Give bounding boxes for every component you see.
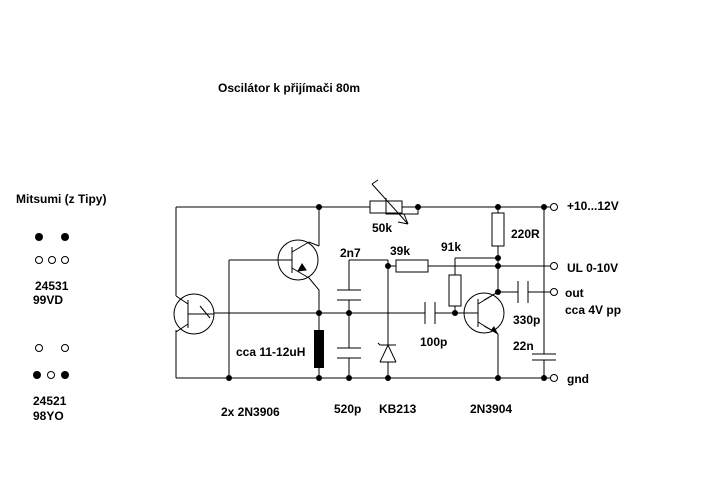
label-pnp-transistors: 2x 2N3906 [221,405,280,419]
terminal-gnd [550,374,558,382]
resistor-220r: 220R [491,212,540,247]
capacitor-22n: 22n [513,339,556,361]
terminal-ul [550,262,558,270]
label-22n: 22n [513,339,534,353]
label-out-note: cca 4V pp [565,303,621,317]
wires [175,198,554,379]
transistor-npn [463,291,505,335]
coil: cca 11-12uH [236,330,324,368]
pin-filled [35,233,43,241]
label-39k: 39k [390,244,410,258]
chip1-sub: 99VD [33,293,63,307]
terminal-vcc [550,203,558,211]
label-varicap: KB213 [379,402,417,416]
label-vcc: +10...12V [567,199,619,213]
label-100p: 100p [420,335,447,349]
label-out: out [565,286,584,300]
label-coil: cca 11-12uH [236,345,305,359]
pin-filled [61,233,69,241]
label-ul: UL 0-10V [567,261,618,275]
capacitor-330p: 330p [513,281,540,327]
mitsumi-module: Mitsumi (z Tipy) 24531 99VD 24521 98YO [16,192,106,423]
varicap-diode: KB213 [377,342,417,416]
pin-filled [61,371,69,379]
capacitor-100p: 100p [420,302,447,349]
capacitor-2n7: 2n7 [337,246,361,301]
potentiometer-50k: 50k [369,179,409,235]
schematic-title: Oscilátor k přijímači 80m [218,81,360,95]
junctions [226,204,547,381]
pin-filled [33,371,41,379]
chip2-sub: 98YO [33,409,64,423]
label-330p: 330p [513,313,540,327]
label-220r: 220R [511,227,540,241]
pin-open [48,256,56,264]
transistor-pnp-1 [173,293,215,335]
pin-open [35,344,43,352]
label-pot: 50k [372,221,392,235]
pin-open [35,256,43,264]
label-npn-transistor: 2N3904 [470,402,512,416]
resistor-39k: 39k [390,244,429,273]
terminals: +10...12V UL 0-10V out cca 4V pp gnd [550,199,621,386]
label-2n7: 2n7 [340,246,361,260]
module-name: Mitsumi (z Tipy) [16,192,106,206]
resistor-91k: 91k [441,240,462,307]
chip2-code: 24521 [33,394,67,408]
pin-open [61,256,69,264]
chip1-code: 24531 [35,279,69,293]
transistor-pnp-2 [277,239,320,281]
capacitor-520p: 520p [334,347,361,416]
label-gnd: gnd [567,372,589,386]
label-91k: 91k [441,240,461,254]
terminal-out [550,288,558,296]
pin-open [47,371,55,379]
pin-open [61,344,69,352]
label-520p: 520p [334,402,361,416]
